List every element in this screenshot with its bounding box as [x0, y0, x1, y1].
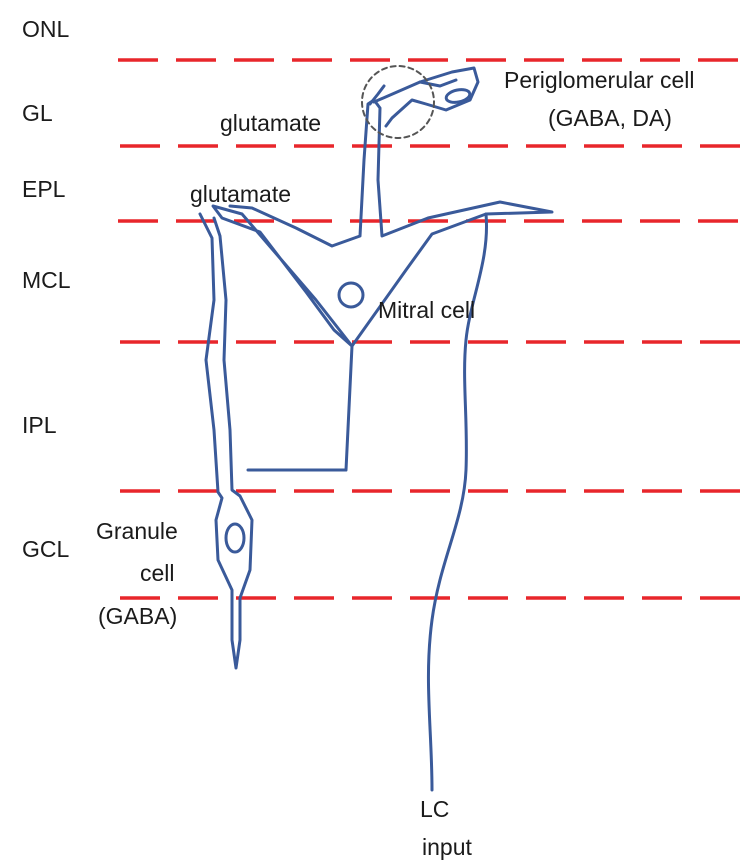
granule-nucleus	[226, 524, 244, 552]
periglomerular-label-line2: (GABA, DA)	[548, 105, 672, 131]
neurons	[200, 66, 552, 790]
layer-label-onl: ONL	[22, 16, 70, 42]
granule-cell	[200, 214, 252, 668]
periglomerular-cell	[374, 68, 478, 126]
glutamate-glomerular-label: glutamate	[220, 110, 321, 136]
mitral-axon	[248, 346, 352, 470]
glutamate-epl-label: glutamate	[190, 181, 291, 207]
lc-input-label-line2: input	[422, 834, 472, 860]
granule-label-line2: cell	[140, 560, 175, 586]
layer-label-gcl: GCL	[22, 536, 70, 562]
layer-label-ipl: IPL	[22, 412, 57, 438]
layer-label-gl: GL	[22, 100, 53, 126]
lc-input-label-line1: LC	[420, 796, 449, 822]
layer-label-epl: EPL	[22, 176, 66, 202]
layer-label-mcl: MCL	[22, 267, 71, 293]
mitral-nucleus	[339, 283, 363, 307]
layer-boundaries	[118, 60, 751, 598]
granule-label-line1: Granule	[96, 518, 178, 544]
granule-label-line3: (GABA)	[98, 603, 177, 629]
periglomerular-label-line1: Periglomerular cell	[504, 67, 694, 93]
mitral-cell-label: Mitral cell	[378, 297, 475, 323]
mitral-cell-body	[213, 206, 352, 346]
